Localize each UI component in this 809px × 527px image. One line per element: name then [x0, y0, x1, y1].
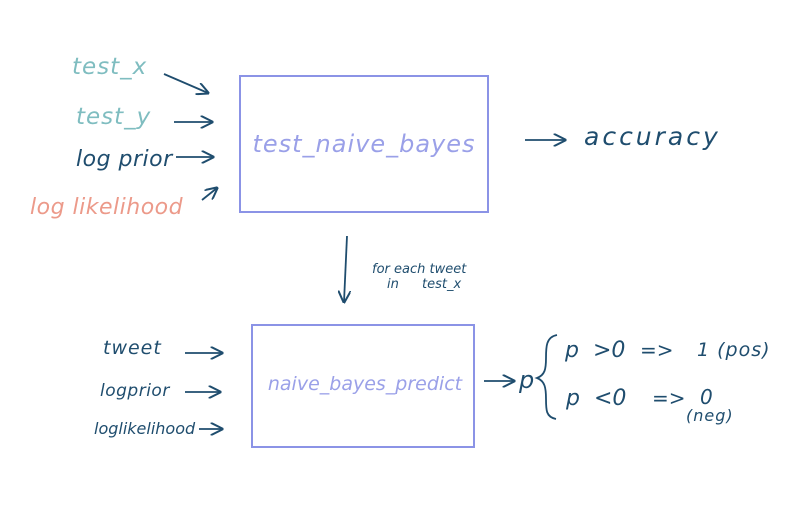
output-p: p: [518, 366, 534, 394]
case1-condition: p >0: [564, 338, 625, 363]
bottom-input-loglikelihood: loglikelihood: [94, 419, 196, 438]
case2-result: 0: [700, 385, 713, 409]
curly-brace: [534, 334, 558, 420]
connector-text-line1: for each tweet: [372, 262, 467, 277]
case2-label: (neg): [686, 406, 734, 425]
test-naive-bayes-box: [239, 75, 489, 213]
case1-implies: =>: [640, 338, 674, 362]
naive-bayes-predict-box: [251, 324, 475, 448]
input-label-test-x: test_x: [72, 54, 147, 80]
arrow-down-connector: [344, 235, 347, 302]
naive-bayes-predict-label: naive_bayes_predict: [268, 373, 464, 395]
input-label-loglikelihood: log likelihood: [30, 195, 184, 220]
test-naive-bayes-label: test_naive_bayes: [252, 130, 475, 158]
connector-text-test-x: test_x: [422, 277, 461, 292]
case2-condition: p <0: [565, 386, 626, 411]
arrow-loglikelihood: [201, 188, 217, 201]
bottom-input-logprior: logprior: [100, 381, 170, 401]
input-label-test-y: test_y: [76, 104, 151, 130]
arrow-test-x: [163, 73, 208, 93]
input-label-logprior: log prior: [76, 147, 174, 172]
bottom-input-tweet: tweet: [103, 337, 162, 359]
output-accuracy: accuracy: [584, 122, 721, 151]
case2-implies: =>: [652, 386, 686, 410]
connector-text-in: in: [387, 277, 399, 292]
case1-result: 1 (pos): [697, 339, 771, 361]
